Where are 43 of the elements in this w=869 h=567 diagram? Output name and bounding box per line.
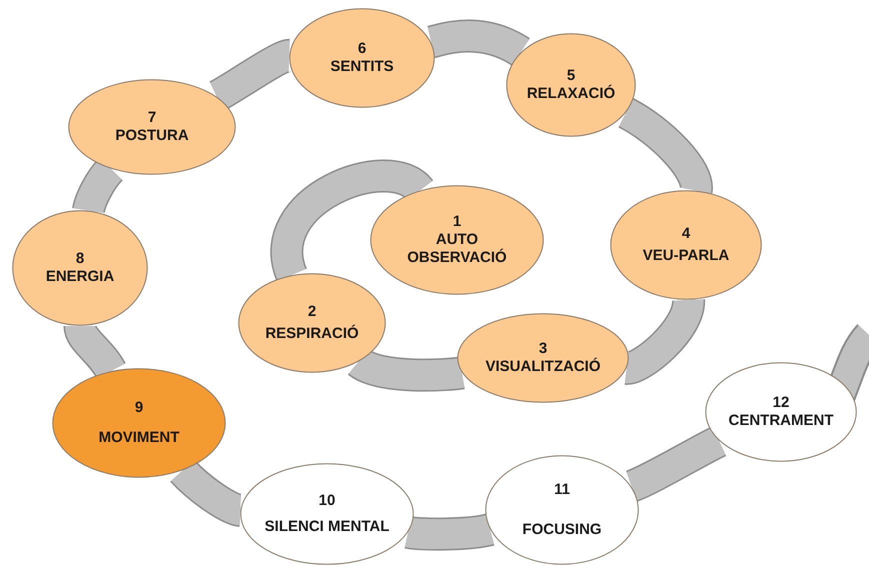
- step-label: FOCUSING: [521, 521, 603, 539]
- step-number: 5: [566, 67, 576, 84]
- step-number: 11: [553, 481, 571, 499]
- spiral-band: [208, 39, 292, 111]
- step-ellipse: [289, 8, 435, 108]
- step-number: 6: [356, 40, 368, 58]
- step-ellipse: [705, 362, 857, 462]
- spiral-band: [427, 20, 530, 66]
- step-label: RESPIRACIÓ: [264, 325, 360, 343]
- step-number: 7: [146, 109, 158, 127]
- step-label: SENTITS: [329, 58, 395, 76]
- step-label: VEU-PARLA: [642, 247, 730, 265]
- step-number: 9: [134, 399, 144, 417]
- spiral-band: [625, 426, 726, 502]
- step-label: RELAXACIÓ: [526, 85, 616, 103]
- step-ellipse: [506, 33, 636, 137]
- step-number: 4: [680, 225, 692, 243]
- step-number: 1: [452, 213, 462, 231]
- spiral-band: [618, 98, 713, 191]
- step-number: 2: [306, 303, 318, 321]
- step-ellipse: [240, 463, 414, 565]
- step-label: SILENCI MENTAL: [264, 518, 390, 536]
- step-ellipse: [12, 210, 148, 326]
- step-ellipse: [68, 79, 236, 175]
- step-number: 3: [538, 340, 548, 358]
- step-label: VISUALITZACIÓ: [484, 358, 602, 376]
- step-ellipse: [370, 185, 544, 295]
- spiral-band: [405, 513, 494, 551]
- spiral-band: [270, 160, 431, 280]
- spiral-band: [624, 298, 706, 385]
- step-ellipse: [457, 313, 629, 403]
- step-ellipse: [485, 455, 639, 565]
- step-ellipse: [52, 368, 226, 478]
- step-label: POSTURA: [114, 127, 190, 145]
- step-number: 8: [74, 250, 86, 268]
- step-label: CENTRAMENT: [728, 412, 834, 430]
- step-number: 10: [318, 492, 336, 510]
- step-label: AUTO OBSERVACIÓ: [406, 231, 508, 267]
- step-label: ENERGIA: [44, 268, 116, 286]
- step-number: 12: [772, 394, 790, 412]
- step-ellipse: [238, 273, 386, 373]
- step-label: MOVIMENT: [98, 429, 180, 447]
- step-ellipse: [610, 190, 762, 300]
